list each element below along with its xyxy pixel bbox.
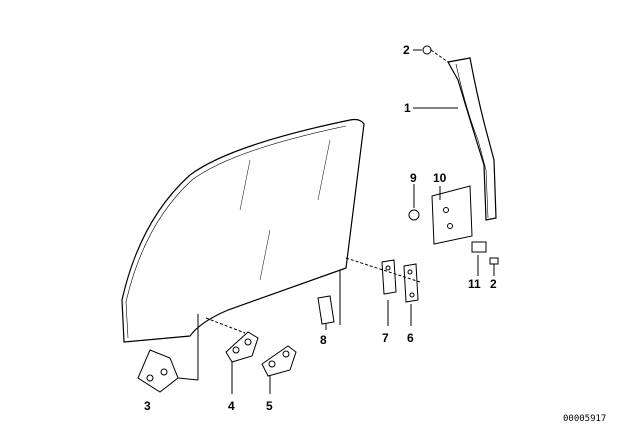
part-label-8: 8 bbox=[320, 333, 327, 347]
diagram-code: 00005917 bbox=[563, 414, 607, 424]
part-label-1: 1 bbox=[404, 101, 411, 115]
bolt bbox=[489, 257, 499, 265]
part-label-5: 5 bbox=[266, 399, 273, 413]
part-label-10: 10 bbox=[433, 171, 447, 185]
part-label-11: 11 bbox=[468, 277, 481, 291]
bracket-4 bbox=[225, 331, 259, 363]
bracket-5 bbox=[261, 345, 297, 377]
part-label-3: 3 bbox=[144, 399, 151, 413]
part-label-6: 6 bbox=[407, 331, 414, 345]
guide-rail bbox=[447, 57, 497, 221]
part-label-2b: 2 bbox=[490, 277, 497, 291]
part-label-7: 7 bbox=[382, 331, 389, 345]
bracket-3 bbox=[137, 349, 179, 393]
clip bbox=[471, 241, 487, 253]
part-label-2: 2 bbox=[403, 43, 410, 57]
nut bbox=[408, 209, 420, 221]
plate-6 bbox=[403, 263, 419, 303]
bracket bbox=[431, 185, 473, 245]
plate-7 bbox=[381, 259, 397, 295]
part-label-9: 9 bbox=[410, 171, 417, 185]
clip-8 bbox=[317, 295, 335, 325]
window-glass bbox=[121, 118, 365, 343]
part-label-4: 4 bbox=[228, 399, 235, 413]
